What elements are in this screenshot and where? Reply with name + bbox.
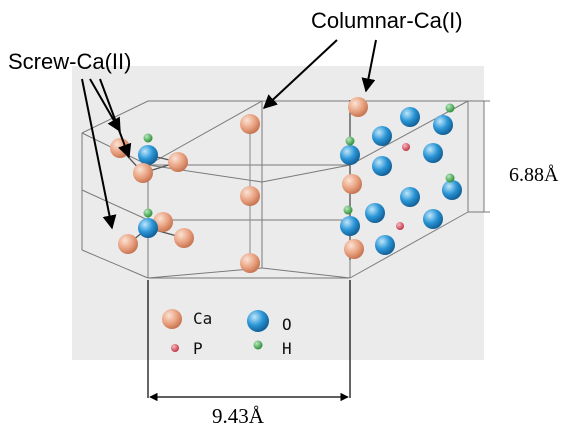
height-label: 6.88Å — [509, 164, 559, 186]
screw-ca-label: Screw-Ca(II) — [8, 49, 131, 74]
h-atom — [345, 136, 355, 146]
o-atom — [138, 218, 158, 238]
o-atom — [340, 216, 360, 236]
legend-o-swatch — [247, 310, 269, 332]
h-atom — [143, 208, 153, 218]
right-atom-cluster — [340, 103, 462, 255]
width-dimension — [147, 280, 351, 402]
ca-atom — [240, 253, 260, 273]
ca-atom — [342, 174, 362, 194]
ca-atom — [110, 138, 130, 158]
o-atom — [138, 145, 158, 165]
ca-atom — [133, 163, 153, 183]
ca-atom — [348, 97, 368, 117]
columnar-ca-label: Columnar-Ca(I) — [311, 8, 463, 33]
legend-h-swatch — [253, 340, 263, 350]
ca-atom — [118, 234, 138, 254]
legend-p-swatch — [171, 344, 179, 352]
columnar-ca-atoms — [240, 97, 368, 273]
h-atom — [143, 133, 153, 143]
o-atom — [423, 143, 443, 163]
screw-channel-atoms — [110, 133, 194, 254]
o-atom — [433, 115, 453, 135]
o-atom — [372, 126, 392, 146]
o-atom — [442, 180, 462, 200]
h-atom — [445, 103, 455, 113]
legend-ca-label: Ca — [193, 309, 212, 328]
o-atom — [400, 107, 420, 127]
legend-ca-swatch — [162, 309, 182, 329]
legend-h-label: H — [282, 339, 292, 358]
ca-atom — [168, 152, 188, 172]
ca-atom — [153, 212, 173, 232]
legend-p-label: P — [193, 339, 203, 358]
o-atom — [423, 209, 443, 229]
o-atom — [365, 203, 385, 223]
h-atom — [343, 205, 353, 215]
ca-atom — [174, 228, 194, 248]
o-atom — [372, 156, 392, 176]
ca-atom — [240, 186, 260, 206]
width-label: 9.43Å — [212, 404, 265, 425]
o-atom — [400, 187, 420, 207]
screw-arrows — [81, 78, 132, 230]
p-atom — [402, 143, 410, 151]
h-atom — [445, 173, 455, 183]
ca-atom — [240, 114, 260, 134]
columnar-arrows — [262, 39, 377, 109]
o-atom — [340, 145, 360, 165]
o-atom — [375, 235, 395, 255]
legend-o-label: O — [282, 315, 292, 334]
ca-atom — [344, 239, 364, 259]
p-atom — [396, 222, 404, 230]
legend: Ca O P H — [162, 309, 292, 358]
